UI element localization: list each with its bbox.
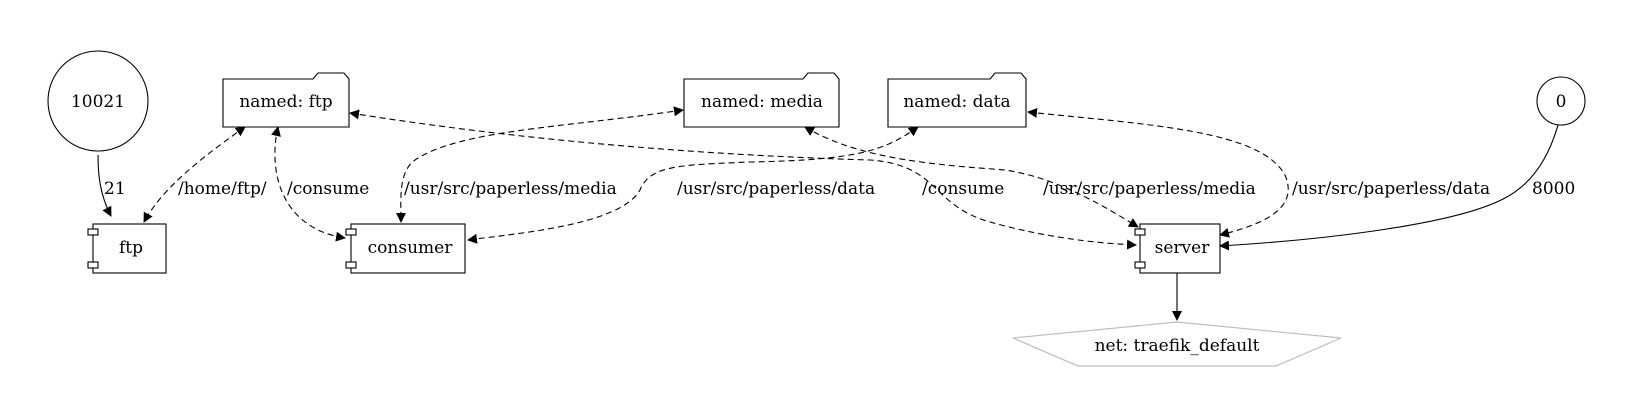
node-volume-data-label: named: data (903, 92, 1010, 112)
edge-label-server-consume: /consume (922, 179, 1004, 199)
edge-label-consumer-media: /usr/src/paperless/media (404, 179, 617, 199)
node-service-server-label: server (1155, 238, 1211, 258)
edge-vol-media-to-consumer (395, 106, 684, 223)
edge-port-10021-to-ftp (97, 154, 112, 217)
edge-label-server-data: /usr/src/paperless/data (1292, 179, 1490, 199)
node-service-ftp: ftp (87, 223, 167, 274)
node-service-ftp-label: ftp (119, 238, 143, 258)
edge-label-21: 21 (104, 179, 126, 199)
node-service-consumer: consumer (345, 223, 466, 274)
edge-port-0-to-server (1219, 124, 1559, 251)
node-port-10021: 10021 (47, 50, 149, 152)
node-network-traefik-label: net: traefik_default (1095, 336, 1260, 356)
edge-label-ftp-home: /home/ftp/ (178, 179, 267, 199)
node-service-consumer-label: consumer (368, 238, 454, 258)
edge-label-consumer-consume: /consume (287, 179, 369, 199)
node-port-10021-label: 10021 (71, 92, 125, 112)
edge-vol-media-to-server (804, 126, 1139, 228)
node-port-0: 0 (1536, 76, 1586, 126)
node-volume-media-label: named: media (701, 92, 823, 112)
node-volume-media: named: media (683, 72, 840, 128)
node-volume-data: named: data (887, 72, 1027, 128)
edge-label-8000: 8000 (1532, 179, 1575, 199)
node-network-traefik: net: traefik_default (1012, 321, 1342, 367)
node-volume-ftp: named: ftp (222, 72, 350, 128)
node-volume-ftp-label: named: ftp (239, 92, 332, 112)
node-port-0-label: 0 (1556, 92, 1567, 112)
edge-vol-ftp-to-ftp (143, 126, 246, 223)
edge-vol-data-to-server (1027, 107, 1289, 238)
edge-label-server-media: /usr/src/paperless/media (1043, 179, 1256, 199)
edge-vol-data-to-consumer (467, 126, 919, 244)
edge-label-consumer-data: /usr/src/paperless/data (677, 179, 875, 199)
node-service-server: server (1134, 223, 1221, 274)
